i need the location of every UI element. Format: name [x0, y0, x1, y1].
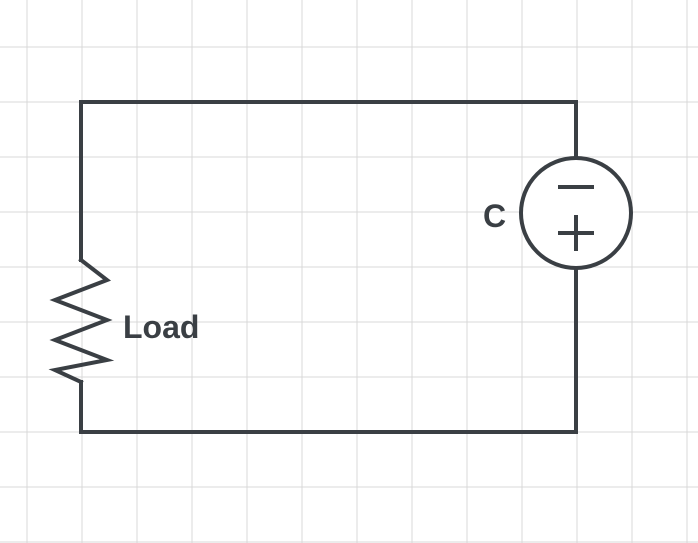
load-resistor	[48, 257, 115, 385]
wire-right-lower	[79, 266, 578, 434]
wire-top	[79, 100, 578, 160]
voltage-source	[519, 156, 633, 270]
source-label: C	[483, 198, 506, 234]
load-label: Load	[123, 309, 199, 345]
